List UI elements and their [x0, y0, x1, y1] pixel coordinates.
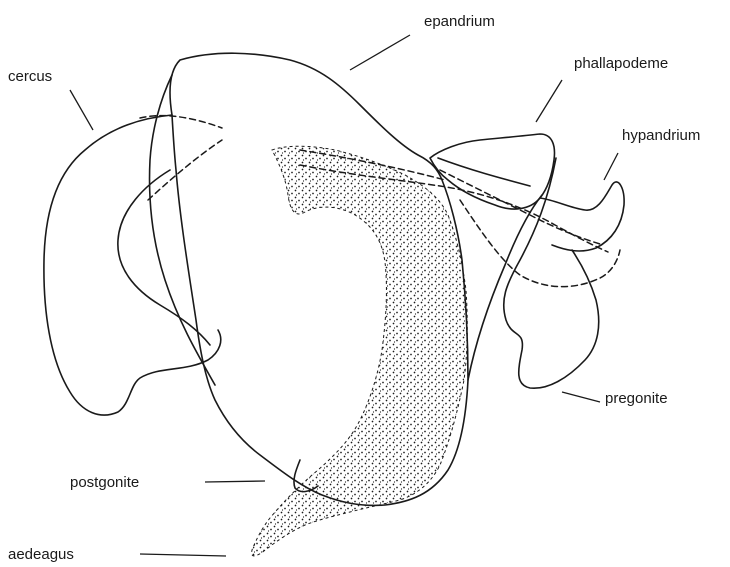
label-cercus: cercus — [8, 68, 52, 85]
connecting-line-1 — [438, 158, 530, 186]
cercus-dashed-lower — [148, 140, 222, 200]
leader-cercus — [70, 90, 93, 130]
hypandrium-outline — [540, 182, 624, 251]
leader-phallapodeme — [536, 80, 562, 122]
label-postgonite: postgonite — [70, 474, 139, 491]
leader-pregonite — [562, 392, 600, 402]
leader-aedeagus — [140, 554, 226, 556]
leader-hypandrium — [604, 153, 618, 180]
leader-postgonite — [205, 481, 265, 482]
label-epandrium: epandrium — [424, 13, 495, 30]
label-hypandrium: hypandrium — [622, 127, 700, 144]
connecting-line-2 — [468, 195, 542, 380]
label-pregonite: pregonite — [605, 390, 668, 407]
aedeagus-stippled — [252, 146, 468, 556]
label-phallapodeme: phallapodeme — [574, 55, 668, 72]
leader-epandrium — [350, 35, 410, 70]
label-aedeagus: aedeagus — [8, 546, 74, 563]
internal-dashed-1 — [440, 170, 600, 244]
